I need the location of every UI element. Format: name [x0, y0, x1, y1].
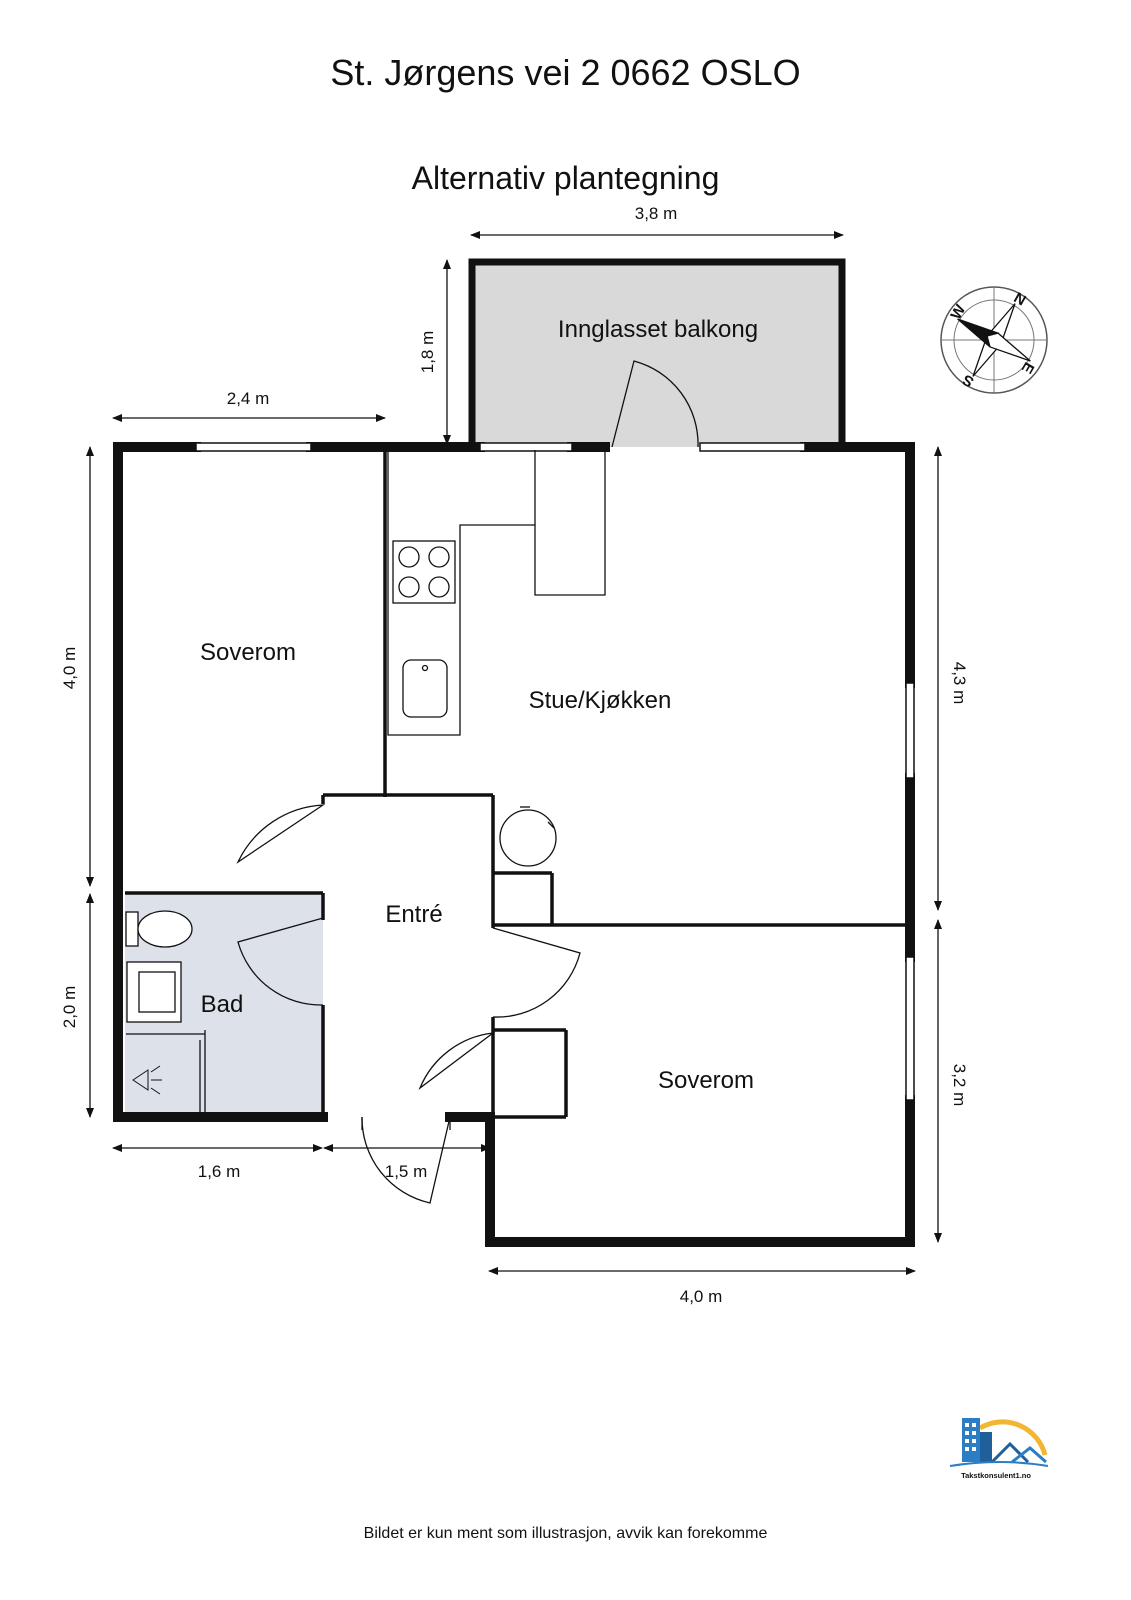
logo-text: Takstkonsulent1.no	[961, 1471, 1031, 1480]
room-label-hallway: Entré	[385, 901, 442, 928]
plan-subtitle: Alternativ plantegning	[411, 160, 720, 196]
dim-label-hall-width: 1,5 m	[385, 1162, 428, 1181]
window-bedroom-right	[905, 956, 915, 1101]
door-closet	[418, 1032, 496, 1090]
dim-label-bedroom-right-width: 4,0 m	[680, 1287, 723, 1306]
window-living-right	[905, 682, 915, 779]
door-bedroom-right	[492, 927, 581, 1018]
exterior-walls	[113, 442, 915, 1247]
dim-label-right-upper-height: 4,3 m	[950, 662, 969, 705]
room-label-bedroom-left: Soverom	[200, 639, 296, 666]
dining-table	[499, 806, 557, 867]
room-label-balcony: Innglasset balkong	[558, 316, 758, 343]
door-balcony	[611, 360, 699, 448]
bathroom-fixtures	[125, 910, 206, 1115]
balcony-walls	[468, 258, 846, 447]
doors	[236, 360, 699, 1204]
compass-icon: N E S W	[940, 286, 1048, 394]
room-label-living-kitchen: Stue/Kjøkken	[529, 687, 672, 714]
windows	[195, 442, 915, 1101]
interior-walls	[125, 447, 910, 1119]
window-living-top-right	[699, 442, 806, 452]
shower-icon	[132, 1065, 162, 1095]
window-living-top-left	[479, 442, 573, 452]
door-bedroom-left	[236, 804, 326, 864]
dim-label-balcony-width: 3,8 m	[635, 204, 678, 223]
footer-disclaimer: Bildet er kun ment som illustrasjon, avv…	[363, 1525, 768, 1542]
dim-label-right-lower-height: 3,2 m	[950, 1064, 969, 1107]
dimension-lines	[86, 231, 942, 1275]
dim-label-left-lower-height: 2,0 m	[60, 986, 79, 1029]
dim-label-left-upper-height: 4,0 m	[60, 647, 79, 690]
toilet-tank	[125, 911, 139, 947]
window-bedroom-top	[195, 442, 312, 452]
kitchen-counter	[387, 450, 606, 736]
door-entrance	[361, 1116, 451, 1204]
company-logo: Takstkonsulent1.no	[949, 1418, 1049, 1480]
door-bathroom	[237, 917, 324, 1006]
dim-label-bath-width: 1,6 m	[198, 1162, 241, 1181]
dim-label-bedroom-left-width: 2,4 m	[227, 389, 270, 408]
room-label-bedroom-right: Soverom	[658, 1067, 754, 1094]
toilet-bowl	[137, 910, 193, 948]
dim-label-balcony-depth: 1,8 m	[418, 331, 437, 374]
kitchen-sink	[402, 659, 448, 718]
room-label-bathroom: Bad	[201, 991, 244, 1018]
page-title: St. Jørgens vei 2 0662 OSLO	[330, 52, 801, 93]
balcony-floor	[472, 262, 842, 447]
